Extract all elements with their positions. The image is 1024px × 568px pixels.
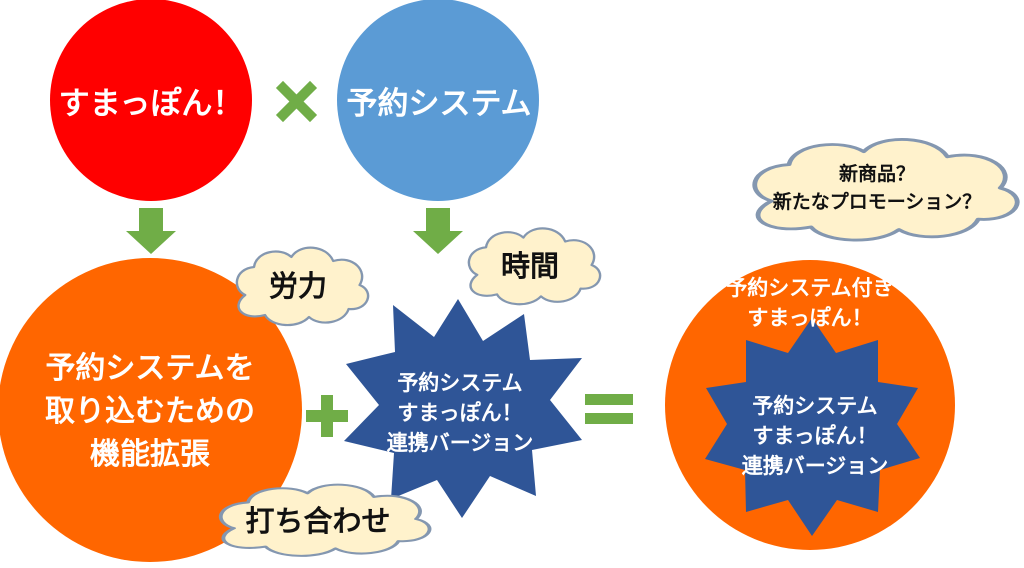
future-cloud-label: 新商品？ 新たなプロモーション？	[772, 163, 982, 213]
reservation-system-circle	[337, 0, 539, 201]
plus-symbol	[306, 395, 348, 437]
feature-extension-label: 予約システムを 取り込むための 機能拡張	[45, 350, 255, 472]
equals-symbol	[585, 394, 633, 424]
right-burst-label: 予約システム すまっぽん！ 連携バージョン	[741, 394, 889, 478]
center-starburst	[344, 299, 582, 518]
effort-cloud-label: 労力	[268, 269, 327, 303]
reservation-system-label: 予約システム	[346, 85, 532, 122]
down-arrow-right	[413, 208, 463, 254]
sumappon-circle	[50, 0, 252, 201]
sumappon-label: すまっぽん！	[58, 85, 244, 122]
final-product-label: 予約システム付き すまっぽん！	[726, 276, 894, 330]
right-starburst	[705, 318, 920, 536]
times-symbol	[275, 80, 318, 123]
down-arrow-left	[126, 208, 176, 254]
meeting-cloud-label: 打ち合わせ	[245, 504, 391, 538]
center-burst-label: 予約システム すまっぽん！ 連携バージョン	[386, 371, 534, 455]
time-cloud-label: 時間	[500, 249, 559, 283]
feature-extension-circle	[0, 258, 302, 562]
